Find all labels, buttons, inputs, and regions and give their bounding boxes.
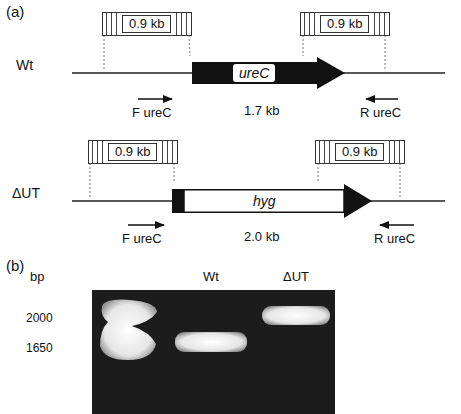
annotation-label: F ureC — [132, 106, 172, 120]
annotation-label: 2000 — [26, 312, 53, 325]
flank-length: 0.9 kb — [335, 143, 384, 161]
cassette-stub — [172, 189, 184, 213]
gene-name: hyg — [247, 192, 282, 210]
cassette-head — [344, 184, 372, 218]
cassette-body — [184, 190, 344, 213]
gene-arrow-body — [192, 57, 345, 89]
flank-box: 0.9 kb — [102, 12, 192, 36]
gene-arrow: hyg — [172, 184, 372, 218]
annotation-label: bp — [30, 270, 44, 284]
panel-label: (a) — [6, 4, 24, 21]
mutant-band — [262, 306, 330, 325]
flank-length: 0.9 kb — [320, 15, 369, 33]
annotation-label: Wt — [16, 58, 33, 73]
annotation-label: R ureC — [360, 106, 401, 120]
flank-box: 0.9 kb — [300, 12, 390, 36]
flank-length: 0.9 kb — [122, 15, 171, 33]
gene-arrow: ureC — [192, 57, 345, 89]
annotation-label: ΔUT — [283, 270, 309, 284]
flank-length: 0.9 kb — [108, 143, 157, 161]
annotation-label: R ureC — [374, 232, 415, 246]
wt-band — [175, 332, 247, 352]
flank-guides — [90, 35, 400, 198]
agarose-gel — [92, 290, 335, 414]
annotation-label: 1650 — [26, 342, 53, 355]
flank-box: 0.9 kb — [315, 140, 405, 164]
annotation-label: 2.0 kb — [244, 230, 279, 244]
gene-name: ureC — [233, 64, 275, 82]
flank-box: 0.9 kb — [88, 140, 178, 164]
panel-label: (b) — [6, 258, 24, 275]
ladder-lane — [100, 300, 157, 360]
annotation-label: F ureC — [122, 232, 162, 246]
annotation-label: 1.7 kb — [244, 104, 279, 118]
annotation-label: Wt — [203, 270, 219, 284]
annotation-label: ΔUT — [12, 186, 40, 201]
